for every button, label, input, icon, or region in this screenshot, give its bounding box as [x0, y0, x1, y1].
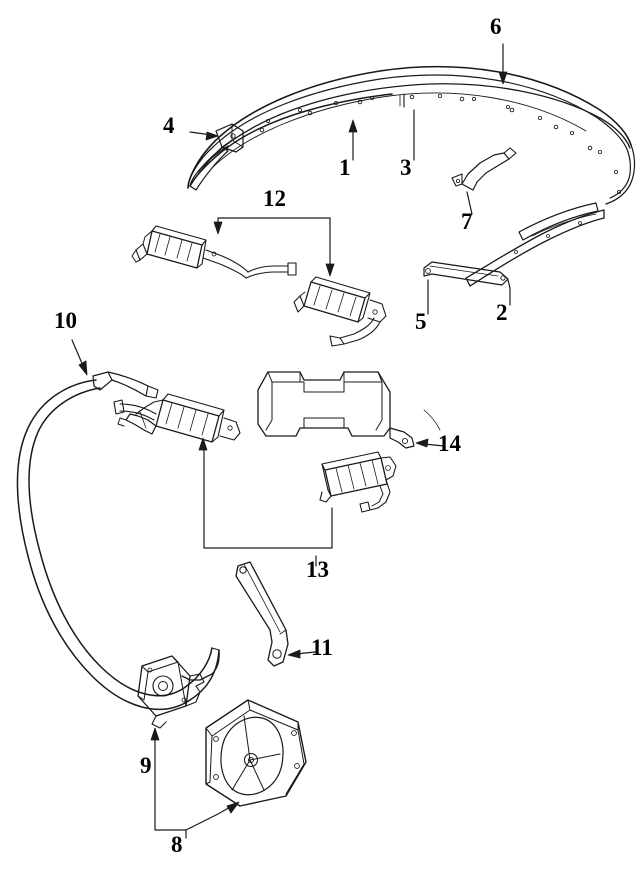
callout-label-1: 1	[339, 155, 351, 180]
callout-label-6: 6	[490, 14, 502, 39]
callout-label-12: 12	[263, 186, 286, 211]
callout-label-11: 11	[311, 635, 333, 660]
callout-label-14: 14	[438, 431, 461, 456]
callout-label-7: 7	[461, 209, 473, 234]
callout-label-3: 3	[400, 155, 412, 180]
callout-label-10: 10	[54, 308, 77, 333]
callout-label-2: 2	[496, 300, 508, 325]
callout-label-5: 5	[415, 309, 427, 334]
callout-label-8: 8	[171, 832, 183, 857]
callout-label-13: 13	[306, 557, 329, 582]
callout-label-4: 4	[163, 113, 175, 138]
callout-label-9: 9	[140, 753, 152, 778]
